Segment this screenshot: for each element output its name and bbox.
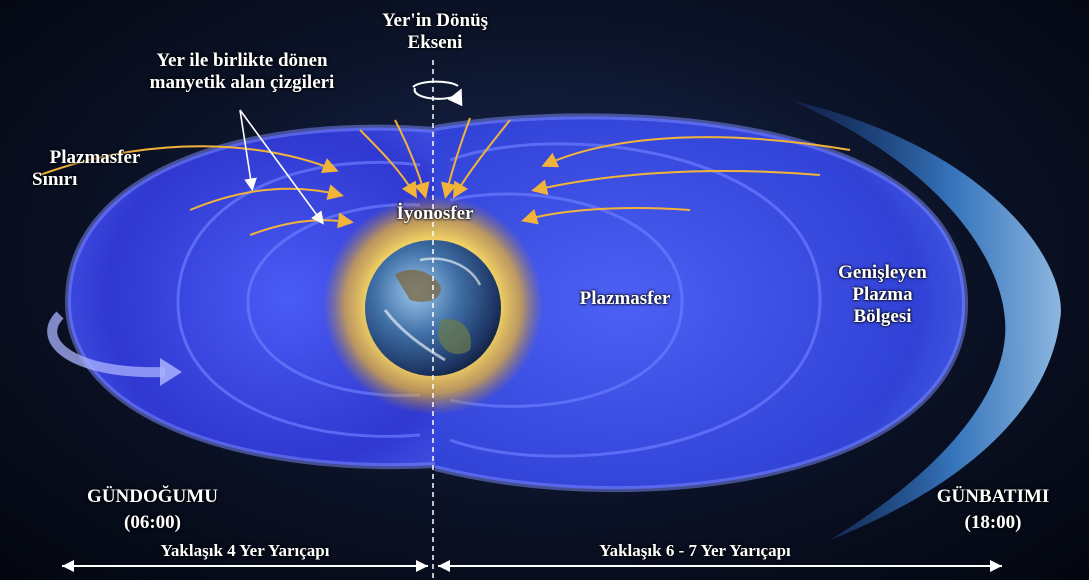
axis-label: Yer'in Dönüş Ekseni xyxy=(365,10,505,54)
dawn-label-text: GÜNDOĞUMU xyxy=(87,486,218,507)
boundary-label-line2: Sınırı xyxy=(32,169,78,190)
dawn-label: GÜNDOĞUMU (06:00) xyxy=(60,486,245,534)
bulge-label-line2: Plazma xyxy=(852,284,913,305)
right-lobe xyxy=(435,116,966,490)
dusk-label-text: GÜNBATIMI xyxy=(936,486,1050,507)
right-scale-label: Yaklaşık 6 - 7 Yer Yarıçapı xyxy=(599,541,791,560)
field-lines-label-line2: manyetik alan çizgileri xyxy=(149,72,335,93)
bulge-label: Genişleyen Plazma Bölgesi xyxy=(815,262,950,328)
plasmasphere-label: Plazmasfer xyxy=(579,288,671,309)
ionosphere-label: İyonosfer xyxy=(396,203,474,224)
boundary-label-line1: Plazmasfer xyxy=(49,147,141,168)
field-lines-label-line1: Yer ile birlikte dönen xyxy=(156,50,328,71)
dawn-time: (06:00) xyxy=(124,512,181,533)
left-scale-label: Yaklaşık 4 Yer Yarıçapı xyxy=(160,541,330,560)
axis-label-line1: Yer'in Dönüş xyxy=(381,10,489,31)
field-lines-label: Yer ile birlikte dönen manyetik alan çiz… xyxy=(112,50,372,94)
axis-label-line2: Ekseni xyxy=(407,32,463,53)
bulge-label-line3: Bölgesi xyxy=(853,306,912,327)
dusk-time: (18:00) xyxy=(964,512,1022,533)
bulge-label-line1: Genişleyen xyxy=(838,262,927,283)
boundary-label: Plazmasfer Sınırı xyxy=(20,147,170,191)
bulge-outer xyxy=(790,100,1061,540)
dusk-label: GÜNBATIMI (18:00) xyxy=(918,486,1068,534)
